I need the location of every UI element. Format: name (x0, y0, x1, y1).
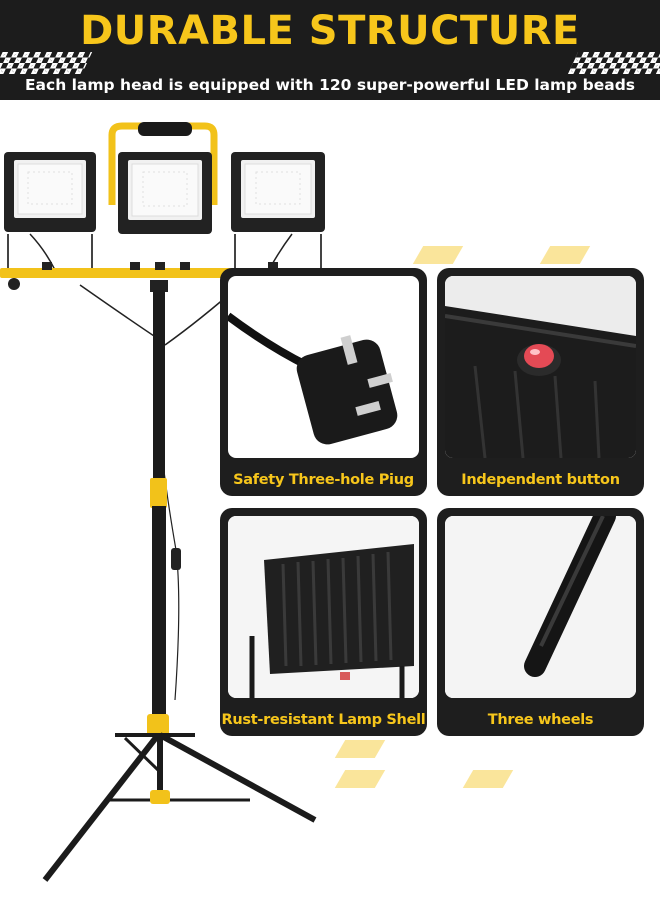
feature-card-plug: Safety Three-hole Piug (220, 268, 427, 496)
lamp-shell-icon (228, 516, 419, 698)
checkered-flag-right (567, 52, 660, 74)
lamp-head-left (4, 152, 96, 268)
lamp-head-center (118, 152, 212, 234)
feature-card-button: Independent button (437, 268, 644, 496)
uk-plug-icon (228, 312, 398, 445)
plug-photo (228, 276, 419, 458)
feature-label: Three wheels (487, 712, 594, 728)
page-title: DURABLE STRUCTURE (80, 8, 580, 54)
feature-label: Safety Three-hole Piug (233, 472, 414, 488)
feature-label: Independent button (461, 472, 620, 488)
power-button-icon (445, 276, 636, 458)
feature-label: Rust-resistant Lamp Shell (221, 712, 426, 728)
work-light-tripod-illustration (0, 122, 330, 882)
header-banner: DURABLE STRUCTURE Each lamp head is equi… (0, 0, 660, 100)
tripod-leg-icon (445, 516, 636, 698)
feature-card-wheels: Three wheels (437, 508, 644, 736)
feature-card-shell: Rust-resistant Lamp Shell (220, 508, 427, 736)
page-subtitle: Each lamp head is equipped with 120 supe… (24, 76, 636, 94)
button-photo (445, 276, 636, 458)
shell-photo (228, 516, 419, 698)
lamp-head-right (231, 152, 325, 268)
leg-photo (445, 516, 636, 698)
checkered-flag-left (0, 52, 93, 74)
